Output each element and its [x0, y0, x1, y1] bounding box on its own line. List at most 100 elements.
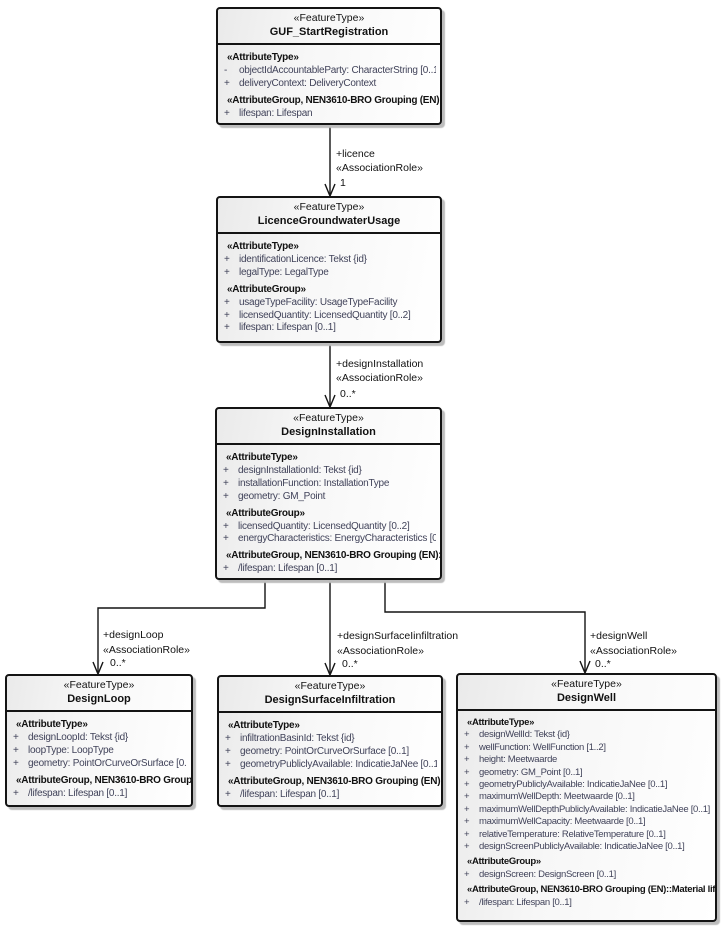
attribute-group-header: «AttributeGroup» [467, 856, 541, 868]
visibility-marker: + [224, 107, 230, 119]
attribute-row: + geometry: PointOrCurveOrSurface [0..1] [223, 746, 437, 759]
attribute-text: licensedQuantity: LicensedQuantity [0..2… [238, 520, 410, 532]
visibility-marker: + [223, 490, 229, 502]
visibility-marker: + [464, 791, 470, 803]
class-stereotype: «FeatureType» [551, 678, 622, 690]
class-name: LicenceGroundwaterUsage [257, 215, 401, 227]
class-guf-startregistration[interactable]: «FeatureType» GUF_StartRegistration «Att… [216, 7, 442, 125]
visibility-marker: + [223, 533, 229, 545]
visibility-marker: + [223, 464, 229, 476]
attribute-row: +licensedQuantity: LicensedQuantity [0..… [222, 310, 436, 323]
attribute-text: geometry: GM_Point [238, 490, 326, 502]
connector-role-label: +designWell [590, 630, 648, 642]
attribute-row: +designLoopId: Tekst {id} [11, 732, 187, 745]
visibility-marker: + [464, 766, 470, 778]
attribute-text: designScreen: DesignScreen [0..1] [479, 868, 616, 880]
attribute-row: +licensedQuantity: LicensedQuantity [0..… [221, 521, 436, 534]
visibility-marker: + [224, 322, 230, 334]
attribute-text: geometryPubliclyAvailable: IndicatieJaNe… [479, 779, 668, 791]
class-design-surface-infiltration[interactable]: «FeatureType» DesignSurfaceInfiltration … [217, 675, 443, 807]
attribute-text: relativeTemperature: RelativeTemperature… [479, 828, 666, 840]
visibility-marker: + [464, 896, 470, 908]
attribute-row: +geometryPubliclyAvailable: IndicatieJaN… [462, 779, 711, 791]
attribute-row: + geometry: GM_Point [221, 491, 436, 504]
visibility-marker: + [464, 841, 470, 853]
attribute-row: + height: Meetwaarde [462, 754, 711, 766]
attribute-text: legalType: LegalType [239, 266, 329, 278]
class-name: DesignInstallation [281, 426, 376, 438]
attribute-group-header: «AttributeGroup, NEN3610-BRO Groupin... [16, 774, 193, 786]
class-attributes: «AttributeType»+identificationLicence: T… [218, 234, 440, 337]
connector-design-well[interactable] [384, 580, 586, 671]
visibility-marker: + [464, 816, 470, 828]
visibility-marker: + [464, 754, 470, 766]
attribute-row: + infiltrationBasinId: Tekst {id} [223, 733, 437, 746]
connector-stereotype-label: «AssociationRole» [590, 645, 677, 657]
class-name: DesignWell [556, 692, 617, 704]
class-header: «FeatureType» DesignInstallation [217, 409, 440, 445]
class-attributes: «AttributeType»-objectIdAccountableParty… [218, 45, 440, 123]
class-stereotype: «FeatureType» [293, 12, 365, 24]
visibility-marker: + [225, 732, 231, 744]
visibility-marker: + [225, 758, 231, 770]
connector-role-label: +designInstallation [336, 358, 424, 370]
attribute-text: lifespan: Lifespan [0..1] [239, 322, 336, 334]
connector-stereotype-label: «AssociationRole» [103, 644, 190, 656]
attribute-row: + wellFunction: WellFunction [1..2] [462, 742, 711, 754]
attribute-text: designInstallationId: Tekst {id} [238, 464, 362, 476]
attribute-text: installationFunction: InstallationType [238, 477, 390, 489]
visibility-marker: + [223, 563, 229, 575]
attribute-text: maximumWellDepthPubliclyAvailable: Indic… [479, 803, 711, 815]
visibility-marker: + [225, 745, 231, 757]
attribute-row: +/lifespan: Lifespan [0..1] [223, 789, 437, 802]
attribute-text: maximumWellCapacity: Meetwaarde [0..1] [479, 816, 646, 828]
visibility-marker: + [224, 309, 230, 321]
attribute-row: + installationFunction: InstallationType [221, 478, 436, 491]
class-design-installation[interactable]: «FeatureType» DesignInstallation «Attrib… [215, 407, 442, 580]
visibility-marker: + [464, 741, 470, 753]
attribute-row: +designWellId: Tekst {id} [462, 729, 711, 741]
attribute-text: wellFunction: WellFunction [1..2] [479, 741, 606, 753]
attribute-text: height: Meetwaarde [479, 754, 558, 766]
visibility-marker: + [224, 266, 230, 278]
class-stereotype: «FeatureType» [63, 679, 135, 691]
attribute-text: /lifespan: Lifespan [0..1] [28, 787, 128, 799]
visibility-marker: + [224, 77, 230, 89]
class-header: «FeatureType» DesignLoop [7, 676, 191, 712]
attribute-group-header: «AttributeGroup» [226, 507, 305, 519]
attribute-row: +/lifespan: Lifespan [0..1] [462, 897, 711, 909]
class-design-well[interactable]: «FeatureType» DesignWell «AttributeType»… [456, 673, 717, 922]
attribute-row: +energyCharacteristics: EnergyCharacteri… [221, 533, 436, 546]
attribute-group-header: «AttributeGroup» [227, 283, 306, 295]
attribute-row: +designScreenPubliclyAvailable: Indicati… [462, 841, 711, 853]
attribute-row: +designScreen: DesignScreen [0..1] [462, 869, 711, 881]
attribute-text: maximumWellDepth: Meetwaarde [0..1] [479, 791, 635, 803]
attribute-row: +loopType: LoopType [11, 745, 187, 758]
attribute-group-header: «AttributeType» [226, 452, 298, 463]
class-stereotype: «FeatureType» [293, 201, 365, 213]
attribute-text: lifespan: Lifespan [239, 107, 313, 119]
attribute-row: + relativeTemperature: RelativeTemperatur… [462, 829, 711, 841]
attribute-row: + designInstallationId: Tekst {id} [221, 465, 436, 478]
attribute-group-header: «AttributeType» [227, 52, 299, 63]
class-attributes: «AttributeType»+designInstallationId: Te… [217, 445, 440, 578]
visibility-marker: + [464, 828, 470, 840]
attribute-text: geometry: PointOrCurveOrSurface [0..1] [240, 745, 409, 757]
attribute-text: designWellId: Tekst {id} [479, 729, 570, 741]
connector-design-loop[interactable] [97, 580, 266, 672]
class-header: «FeatureType» DesignSurfaceInfiltration [219, 677, 441, 713]
class-licence-groundwater-usage[interactable]: «FeatureType» LicenceGroundwaterUsage «A… [216, 196, 442, 343]
attribute-row: +deliveryContext: DeliveryContext [222, 78, 436, 91]
class-design-loop[interactable]: «FeatureType» DesignLoop «AttributeType»… [5, 674, 193, 807]
class-header: «FeatureType» LicenceGroundwaterUsage [218, 198, 440, 234]
attribute-group-header: «AttributeGroup, NEN3610-BRO Grouping (E… [226, 550, 442, 562]
attribute-row: +/lifespan: Lifespan [0..1] [11, 788, 187, 801]
attribute-text: infiltrationBasinId: Tekst {id} [240, 732, 355, 744]
visibility-marker: - [224, 64, 228, 76]
attribute-group-header: «AttributeGroup, NEN3610-BRO Grouping (E… [227, 94, 442, 106]
visibility-marker: + [223, 477, 229, 489]
attribute-group-header: «AttributeGroup, NEN3610-BRO Grouping (E… [228, 775, 443, 787]
class-stereotype: «FeatureType» [293, 412, 364, 424]
attribute-group-header: «AttributeType» [228, 720, 300, 731]
